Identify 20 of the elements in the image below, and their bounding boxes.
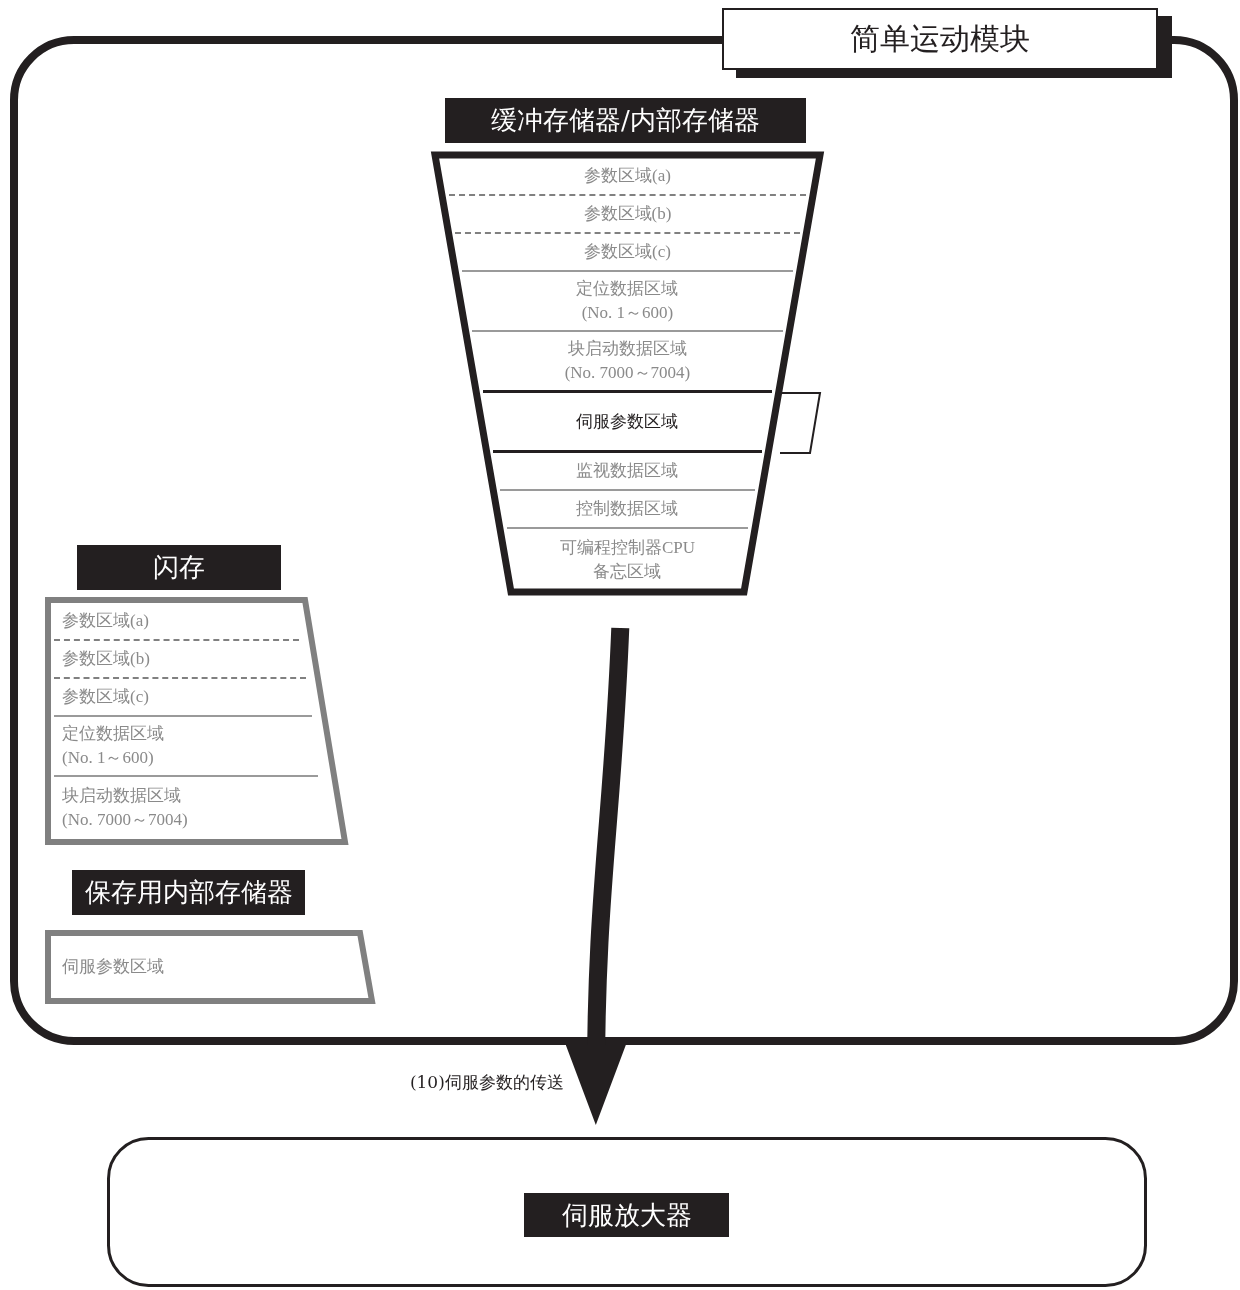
section-heading: 保存用内部存储器 xyxy=(72,870,305,915)
area-name: 控制数据区域 xyxy=(576,498,679,521)
area-name: 参数区域(b) xyxy=(583,203,672,226)
section-heading: 缓冲存储器/内部存储器 xyxy=(445,98,806,143)
area-name: 伺服参数区域 xyxy=(62,956,164,979)
area-name: 参数区域(b) xyxy=(62,648,150,671)
area-name: 定位数据区域 (No. 1～600) xyxy=(62,723,165,769)
transfer-arrow xyxy=(566,627,630,1125)
section-heading: 伺服放大器 xyxy=(524,1193,729,1237)
area-name: 参数区域(c) xyxy=(62,686,149,709)
area-name: 参数区域(c) xyxy=(584,241,671,264)
area-name: 块启动数据区域 (No. 7000～7004) xyxy=(62,784,189,831)
area-name: 参数区域(a) xyxy=(584,165,671,188)
section-heading: 闪存 xyxy=(77,545,281,590)
area-name: 参数区域(a) xyxy=(62,610,149,633)
area-name: 定位数据区域 (No. 1～600) xyxy=(575,278,680,324)
area-name: 可编程控制器CPU备忘区域 xyxy=(558,536,696,583)
area-name: 伺服参数区域 xyxy=(576,410,679,433)
area-name: 监视数据区域 xyxy=(576,460,679,483)
area-name: 块启动数据区域 (No. 7000～7004) xyxy=(563,338,692,384)
